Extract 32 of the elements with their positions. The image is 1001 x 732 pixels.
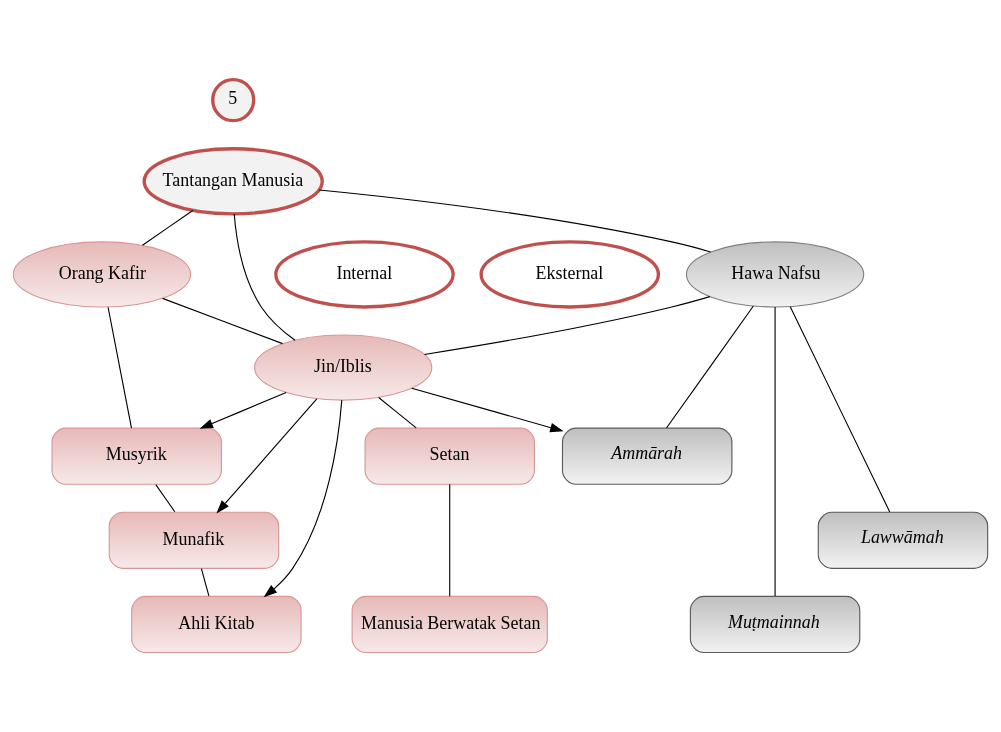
node-box: Lawwāmah — [817, 511, 989, 569]
connector — [161, 297, 284, 345]
node-box: Ahli Kitab — [131, 595, 302, 654]
arrow — [411, 387, 564, 433]
node-box: Muṭmainnah — [689, 595, 861, 654]
node-ellipse: Internal — [274, 240, 455, 309]
connector — [200, 568, 210, 597]
connector — [665, 305, 754, 429]
connector — [155, 484, 176, 513]
node-box: Setan — [364, 427, 535, 485]
connector — [318, 189, 712, 253]
connector — [774, 306, 776, 597]
node-ellipse: Hawa Nafsu — [685, 241, 865, 308]
node-circle: 5 — [211, 77, 256, 123]
connector — [449, 483, 451, 597]
connector — [423, 296, 711, 355]
node-box: Musyrik — [51, 427, 222, 485]
arrow — [263, 399, 343, 598]
node-ellipse: Orang Kafir — [12, 241, 192, 308]
connector — [378, 396, 417, 429]
connector — [107, 306, 133, 429]
connector — [789, 306, 891, 513]
node-ellipse: Eksternal — [479, 240, 661, 309]
node-ellipse: Jin/Iblis — [253, 334, 433, 401]
node-ellipse: Tantangan Manusia — [142, 147, 324, 216]
connector — [233, 213, 296, 341]
connector — [141, 209, 194, 246]
arrow — [199, 391, 287, 429]
node-box: Ammārah — [561, 427, 733, 485]
node-box: Munafik — [108, 511, 280, 569]
node-box: Manusia Berwatak Setan — [351, 595, 548, 654]
arrow — [216, 398, 318, 514]
